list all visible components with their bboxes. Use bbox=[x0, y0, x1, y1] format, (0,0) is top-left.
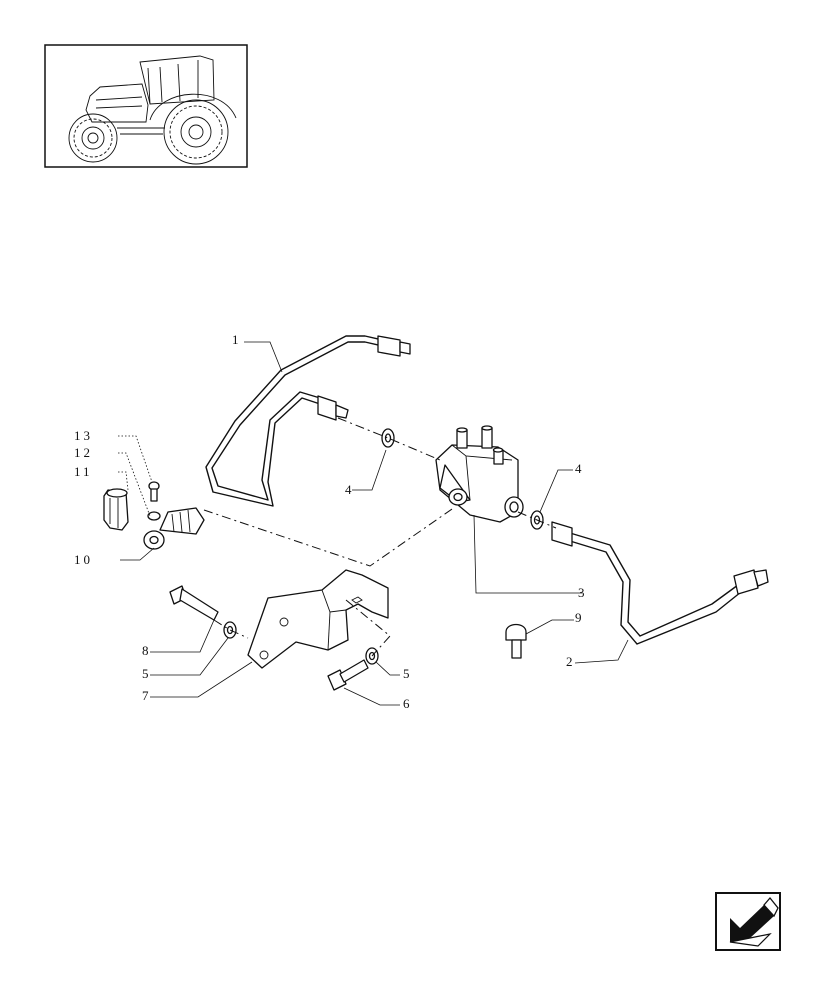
callout-9: 9 bbox=[575, 610, 585, 625]
pressure-switch bbox=[159, 507, 205, 535]
brake-valve bbox=[435, 425, 524, 523]
callout-5-right: 5 bbox=[403, 666, 413, 681]
callout-4-lower: 4 bbox=[575, 461, 585, 476]
small-washer bbox=[147, 511, 161, 521]
cap-nut bbox=[103, 488, 129, 531]
banjo-bolt bbox=[505, 623, 527, 659]
washer-upper bbox=[381, 428, 395, 448]
callout-7: 7 bbox=[142, 688, 152, 703]
previous-page-arrow-icon[interactable] bbox=[715, 892, 781, 951]
banjo-fitting bbox=[143, 530, 165, 550]
callout-6: 6 bbox=[403, 696, 413, 711]
brake-pipe-upper bbox=[205, 335, 411, 507]
callout-4-upper: 4 bbox=[345, 482, 355, 497]
bolt-short bbox=[327, 659, 369, 691]
callout-13: 13 bbox=[74, 428, 93, 443]
washer-left bbox=[223, 621, 237, 639]
callout-3: 3 bbox=[578, 585, 588, 600]
callout-8: 8 bbox=[142, 643, 152, 658]
callout-12: 12 bbox=[74, 445, 93, 460]
callout-10: 10 bbox=[74, 552, 93, 567]
callout-2: 2 bbox=[566, 654, 576, 669]
brake-pipe-lower bbox=[551, 521, 769, 645]
callout-5-left: 5 bbox=[142, 666, 152, 681]
tractor-thumbnail-icon bbox=[44, 44, 248, 168]
callout-11: 11 bbox=[74, 464, 93, 479]
callout-1: 1 bbox=[232, 332, 242, 347]
bolt-long bbox=[169, 585, 219, 621]
small-screw bbox=[148, 481, 160, 502]
mounting-bracket bbox=[247, 569, 389, 669]
